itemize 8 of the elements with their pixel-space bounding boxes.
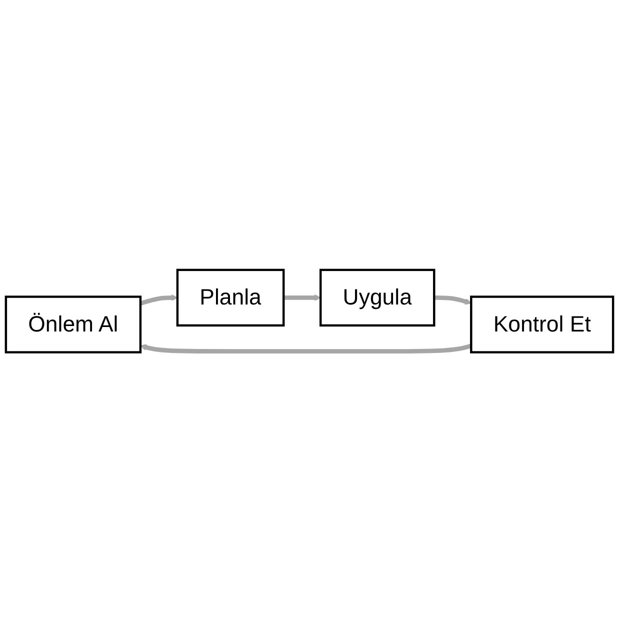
arrow [434, 295, 472, 305]
node-box: Kontrol Et [470, 296, 614, 354]
arrow [140, 344, 472, 354]
node-box: Uygula [320, 268, 436, 326]
arrow [140, 294, 178, 306]
arrow [284, 294, 321, 301]
node-box: Önlem Al [4, 296, 142, 354]
node-box: Planla [176, 268, 285, 326]
